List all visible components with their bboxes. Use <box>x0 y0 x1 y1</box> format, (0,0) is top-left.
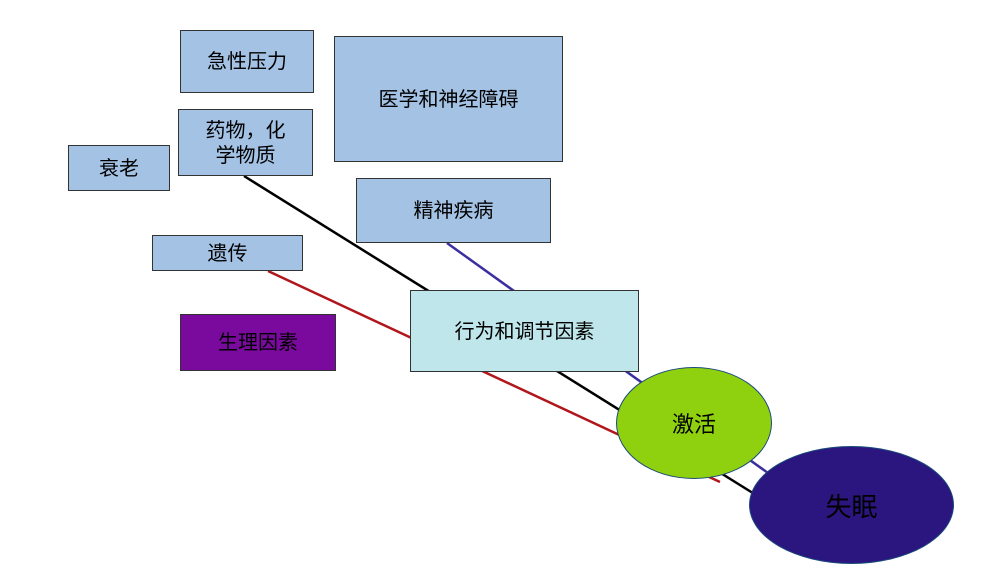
node-acute-stress: 急性压力 <box>180 30 314 93</box>
node-behavioral-factors: 行为和调节因素 <box>410 290 639 372</box>
node-genetics: 遗传 <box>152 235 303 271</box>
node-behavioral-label: 行为和调节因素 <box>454 318 595 343</box>
node-activation-label: 激活 <box>671 413 716 438</box>
node-aging: 衰老 <box>68 145 170 191</box>
node-insomnia-label: 失眠 <box>825 492 878 523</box>
node-drugs-label-line2: 学物质 <box>215 142 276 167</box>
node-genetics-label: 遗传 <box>207 240 248 265</box>
node-mental-illness: 精神疾病 <box>356 178 551 243</box>
node-medical-neuro-label: 医学和神经障碍 <box>378 86 519 111</box>
node-drugs-label-line1: 药物，化 <box>205 117 286 142</box>
node-medical-neuro-disorders: 医学和神经障碍 <box>334 36 563 162</box>
node-mental-illness-label: 精神疾病 <box>413 198 494 222</box>
node-aging-label: 衰老 <box>99 155 139 180</box>
node-activation: 激活 <box>616 367 772 479</box>
node-physiological-label: 生理因素 <box>218 330 298 354</box>
node-drugs-chemicals: 药物，化 学物质 <box>178 109 313 176</box>
node-acute-stress-label: 急性压力 <box>207 49 287 73</box>
node-insomnia: 失眠 <box>749 446 954 564</box>
node-physiological-factors: 生理因素 <box>180 314 336 371</box>
